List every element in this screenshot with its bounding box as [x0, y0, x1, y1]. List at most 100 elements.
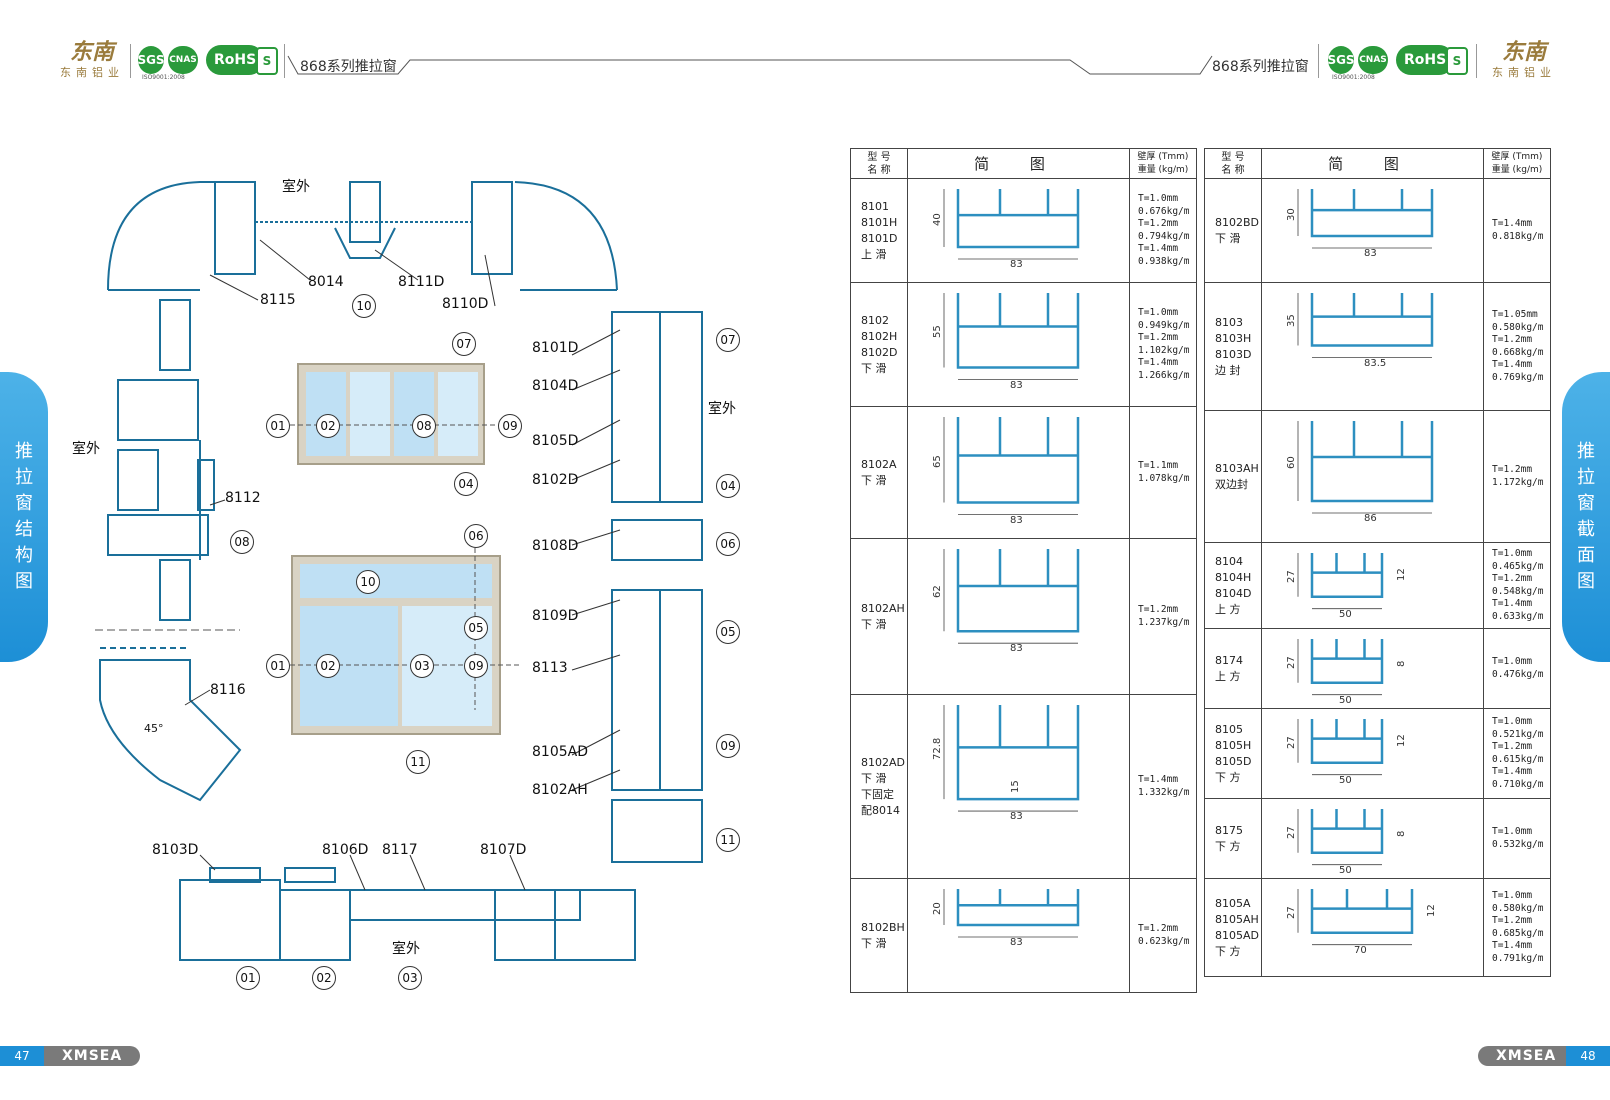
spec-value: 1.172kg/m [1492, 476, 1544, 488]
height-dimension: 27 [1286, 736, 1297, 749]
company-logo-left: 东南 东南铝业 [52, 40, 132, 82]
label-8115: 8115 [260, 292, 296, 308]
header-spec: 壁厚 (Tmm)重量 (kg/m) [1483, 148, 1551, 179]
profile-section-drawing [1297, 553, 1384, 610]
model-name: 8102BD [1215, 215, 1260, 229]
logo-mark: 东南 [1501, 39, 1546, 65]
header-divider [130, 44, 131, 78]
spec-value: T=1.0mm [1138, 193, 1179, 204]
marker-circle: 05 [464, 616, 488, 640]
quality-cert-icon: S [256, 47, 278, 75]
profile-section-drawing [1297, 639, 1384, 696]
spec-value: T=1.4mm [1492, 218, 1533, 229]
label-8105d: 8105D [532, 433, 579, 449]
page-number-right: 48 [1566, 1046, 1610, 1066]
brand-right: XMSEA [1478, 1046, 1575, 1066]
spec-value: T=1.05mm [1492, 309, 1538, 320]
label-8101d: 8101D [532, 340, 579, 356]
marker-circle: 05 [716, 620, 740, 644]
spec-value: T=1.0mm [1492, 826, 1533, 837]
spec-value: 0.532kg/m [1492, 838, 1544, 850]
model-name: 下 方 [1215, 839, 1241, 853]
label-8102ah: 8102AH [532, 782, 588, 798]
model-name: 下 方 [1215, 944, 1241, 958]
spec-value: T=1.0mm [1492, 716, 1533, 727]
rohs-cert-icon: RoHS [1396, 45, 1455, 75]
width-dimension: 83 [1010, 379, 1023, 391]
header-figure: 简 图 [1261, 148, 1484, 179]
spec-value: 0.710kg/m [1492, 778, 1544, 790]
model-name: 边 封 [1215, 363, 1241, 377]
spec-value: 0.794kg/m [1138, 230, 1190, 242]
model-cell: 8102AH 下 滑 [850, 538, 908, 695]
label-8105ad: 8105AD [532, 744, 588, 760]
logo-text: 东南铝业 [60, 66, 124, 79]
model-name: 8102H [861, 329, 898, 343]
model-name: 下 滑 [861, 617, 887, 631]
marker-circle: 01 [266, 414, 290, 438]
width-dimension: 83 [1010, 811, 1023, 823]
spec-value: 0.791kg/m [1492, 952, 1544, 964]
side-tab-char: 推 [1577, 441, 1595, 462]
width-dimension: 50 [1339, 774, 1352, 786]
profile-section-drawing [1297, 809, 1384, 866]
height-dimension: 55 [932, 325, 943, 339]
side-tab-left: 推 拉 窗 结 构 图 [0, 372, 48, 662]
brand-left: XMSEA [44, 1046, 141, 1066]
profile-figure-cell: 83 55 [907, 282, 1130, 407]
lip-dimension: 12 [1396, 568, 1407, 581]
spec-value: T=1.2mm [1492, 573, 1533, 584]
marker-circle: 04 [716, 474, 740, 498]
marker-circle: 04 [454, 472, 478, 496]
spec-value: 0.668kg/m [1492, 346, 1544, 358]
model-name: 8101D [861, 231, 898, 245]
label-8104d: 8104D [532, 378, 579, 394]
model-name: 8102 [861, 313, 889, 327]
spec-value: 0.580kg/m [1492, 321, 1544, 333]
height-dimension: 35 [1286, 314, 1297, 328]
model-name: 上 滑 [861, 247, 887, 261]
header-divider [1318, 44, 1319, 78]
lip-dimension: 8 [1396, 660, 1407, 667]
model-name: 8102AH [861, 601, 905, 615]
marker-circle: 09 [498, 414, 522, 438]
model-name: 8105AD [1215, 928, 1259, 942]
side-tab-char: 图 [1577, 571, 1595, 592]
spec-value: T=1.2mm [1492, 915, 1533, 926]
side-tab-char: 图 [15, 571, 33, 592]
spec-value: 1.332kg/m [1138, 786, 1190, 798]
height-dimension: 27 [1286, 656, 1297, 669]
spec-value: T=1.0mm [1138, 307, 1179, 318]
side-tab-right: 推 拉 窗 截 面 图 [1562, 372, 1610, 662]
spec-value: 1.237kg/m [1138, 616, 1190, 628]
model-name: 8102D [861, 345, 898, 359]
quality-cert-icon: S [1446, 47, 1468, 75]
label-8014: 8014 [308, 274, 344, 290]
height-dimension: 72.8 [932, 737, 943, 761]
profile-section-drawing [1297, 719, 1384, 776]
marker-circle: 09 [716, 734, 740, 758]
marker-circle: 01 [266, 654, 290, 678]
model-name: 下固定 [861, 787, 894, 801]
header-divider [1476, 44, 1477, 78]
marker-circle: 11 [716, 828, 740, 852]
structure-diagram [95, 181, 703, 961]
spec-value: 0.623kg/m [1138, 935, 1190, 947]
series-title-right: 868系列推拉窗 [1212, 59, 1309, 75]
